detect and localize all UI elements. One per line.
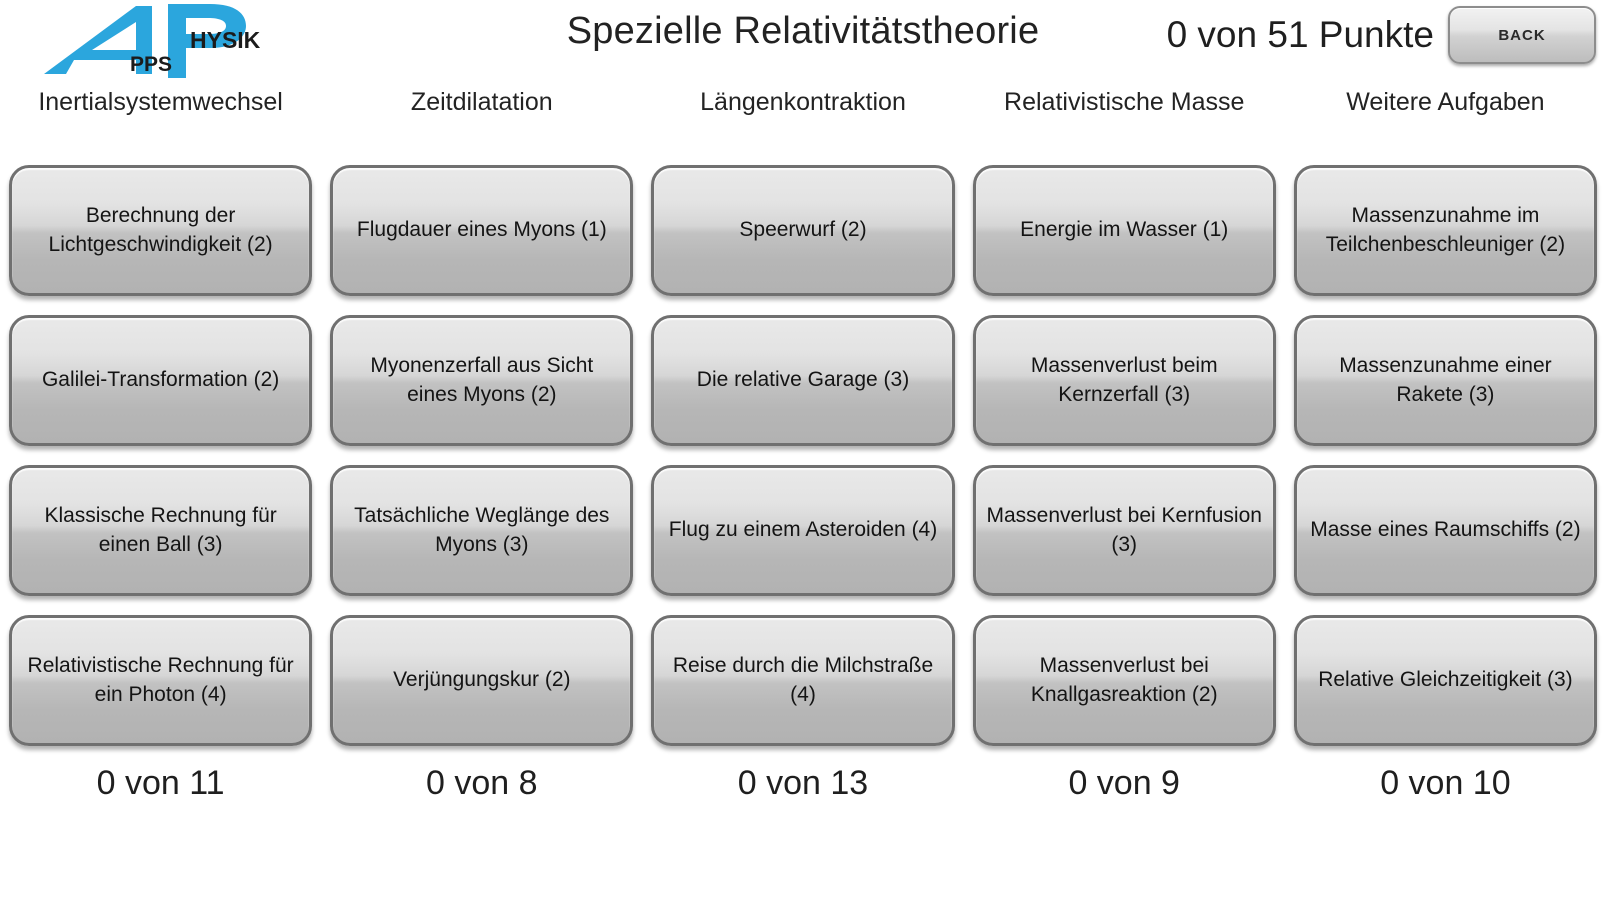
task-cell: Massenzunahme im Teilchenbeschleuniger (… — [1285, 165, 1606, 296]
task-button[interactable]: Flugdauer eines Myons (1) — [330, 165, 634, 296]
task-cell: Galilei-Transformation (2) — [0, 315, 321, 446]
column-header-relativistische-masse: Relativistische Masse — [1004, 88, 1245, 116]
task-button[interactable]: Berechnung der Lichtgeschwindigkeit (2) — [9, 165, 313, 296]
task-cell: Massenzunahme einer Rakete (3) — [1285, 315, 1606, 446]
column-score-zeitdilatation: 0 von 8 — [426, 764, 538, 802]
task-button[interactable]: Myonenzerfall aus Sicht eines Myons (2) — [330, 315, 634, 446]
task-button[interactable]: Energie im Wasser (1) — [972, 165, 1276, 296]
column-header-zeitdilatation: Zeitdilatation — [410, 88, 553, 116]
points-area: 0 von 51 Punkte BACK — [1167, 6, 1596, 64]
task-cell: Massenverlust bei Knallgasreaktion (2) — [964, 615, 1285, 746]
task-cell: Verjüngungskur (2) — [321, 615, 642, 746]
apps-physik-logo: PPS HYSIK — [40, 2, 276, 78]
task-button[interactable]: Massenverlust bei Kernfusion (3) — [972, 465, 1276, 596]
task-cell: Reise durch die Milchstraße (4) — [642, 615, 963, 746]
column-score-weitere-aufgaben: 0 von 10 — [1380, 764, 1511, 802]
task-button[interactable]: Massenverlust beim Kernzerfall (3) — [972, 315, 1276, 446]
task-cell: Flugdauer eines Myons (1) — [321, 165, 642, 296]
task-cell: Relative Gleichzeitigkeit (3) — [1285, 615, 1606, 746]
logo-graphic: PPS HYSIK — [44, 4, 261, 78]
task-cell: Energie im Wasser (1) — [964, 165, 1285, 296]
task-cell: Myonenzerfall aus Sicht eines Myons (2) — [321, 315, 642, 446]
task-cell: Massenverlust beim Kernzerfall (3) — [964, 315, 1285, 446]
task-row: Berechnung der Lichtgeschwindigkeit (2) … — [0, 165, 1606, 296]
category-score-row: 0 von 11 0 von 8 0 von 13 0 von 9 0 von … — [0, 764, 1606, 803]
task-cell: Tatsächliche Weglänge des Myons (3) — [321, 465, 642, 596]
task-button[interactable]: Tatsächliche Weglänge des Myons (3) — [330, 465, 634, 596]
logo-p-shape — [168, 4, 246, 78]
task-button[interactable]: Reise durch die Milchstraße (4) — [651, 615, 955, 746]
task-cell: Die relative Garage (3) — [642, 315, 963, 446]
task-button[interactable]: Relativistische Rechnung für ein Photon … — [9, 615, 313, 746]
category-header-row: Inertialsystemwechsel Zeitdilatation Län… — [0, 88, 1606, 117]
task-button[interactable]: Massenzunahme einer Rakete (3) — [1293, 315, 1598, 446]
task-button[interactable]: Massenverlust bei Knallgasreaktion (2) — [972, 615, 1276, 746]
task-row: Relativistische Rechnung für ein Photon … — [0, 615, 1606, 746]
column-header-laengenkontraktion: Längenkontraktion — [700, 88, 906, 116]
task-button[interactable]: Galilei-Transformation (2) — [9, 315, 313, 446]
app-header: PPS HYSIK Spezielle Relativitätstheorie … — [0, 0, 1606, 82]
task-button[interactable]: Flug zu einem Asteroiden (4) — [651, 465, 955, 596]
task-button[interactable]: Verjüngungskur (2) — [330, 615, 634, 746]
back-button[interactable]: BACK — [1448, 6, 1596, 64]
task-cell: Massenverlust bei Kernfusion (3) — [964, 465, 1285, 596]
task-button[interactable]: Masse eines Raumschiffs (2) — [1293, 465, 1598, 596]
task-row: Galilei-Transformation (2) Myonenzerfall… — [0, 315, 1606, 446]
task-cell: Klassische Rechnung für einen Ball (3) — [0, 465, 321, 596]
task-cell: Flug zu einem Asteroiden (4) — [642, 465, 963, 596]
logo-hysik-text: HYSIK — [190, 27, 261, 53]
logo-pps-text: PPS — [130, 53, 172, 76]
task-button[interactable]: Klassische Rechnung für einen Ball (3) — [9, 465, 313, 596]
task-button[interactable]: Massenzunahme im Teilchenbeschleuniger (… — [1293, 165, 1598, 296]
logo-a-shape — [44, 6, 152, 74]
column-score-relativistische-masse: 0 von 9 — [1068, 764, 1180, 802]
page-title: Spezielle Relativitätstheorie — [566, 10, 1040, 52]
column-score-laengenkontraktion: 0 von 13 — [737, 764, 869, 802]
task-row: Klassische Rechnung für einen Ball (3) T… — [0, 465, 1606, 596]
column-score-inertialsystemwechsel: 0 von 11 — [96, 764, 225, 802]
task-grid: Berechnung der Lichtgeschwindigkeit (2) … — [0, 165, 1606, 746]
column-header-weitere-aufgaben: Weitere Aufgaben — [1346, 88, 1545, 116]
task-cell: Masse eines Raumschiffs (2) — [1285, 465, 1606, 596]
points-counter: 0 von 51 Punkte — [1166, 14, 1434, 55]
task-cell: Relativistische Rechnung für ein Photon … — [0, 615, 321, 746]
column-header-inertialsystemwechsel: Inertialsystemwechsel — [38, 88, 283, 116]
task-cell: Speerwurf (2) — [642, 165, 963, 296]
task-button[interactable]: Relative Gleichzeitigkeit (3) — [1293, 615, 1598, 746]
task-cell: Berechnung der Lichtgeschwindigkeit (2) — [0, 165, 321, 296]
task-button[interactable]: Speerwurf (2) — [651, 165, 955, 296]
task-button[interactable]: Die relative Garage (3) — [651, 315, 955, 446]
